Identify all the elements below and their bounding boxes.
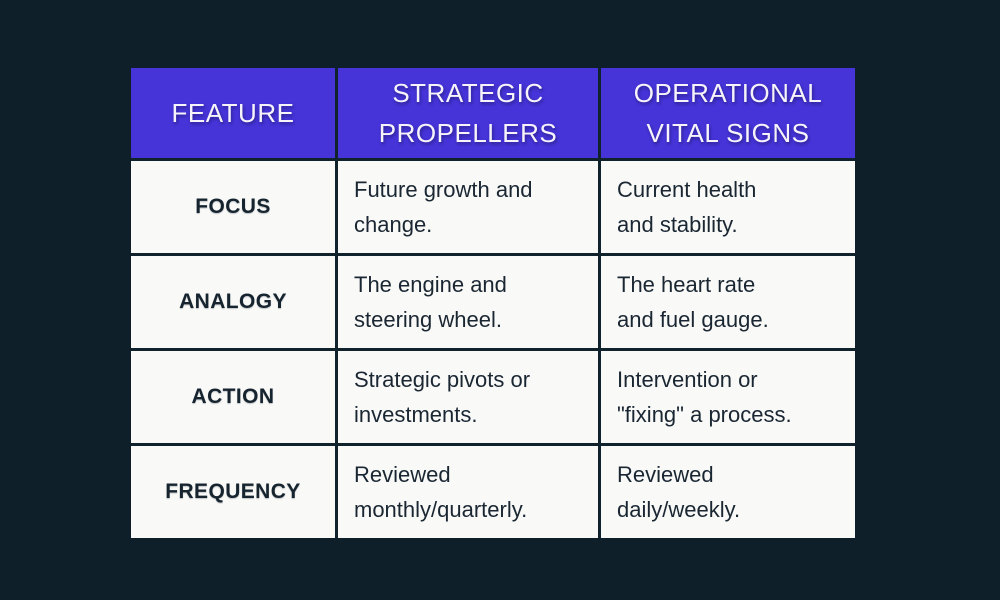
cell-action-strategic: Strategic pivots or investments. <box>338 351 598 443</box>
cell-frequency-strategic: Reviewed monthly/quarterly. <box>338 446 598 538</box>
comparison-table: FEATURE STRATEGIC PROPELLERS OPERATIONAL… <box>131 68 855 538</box>
column-header-feature: FEATURE <box>131 68 335 158</box>
row-label-frequency: FREQUENCY <box>131 446 335 538</box>
row-label-action: ACTION <box>131 351 335 443</box>
column-header-strategic-propellers: STRATEGIC PROPELLERS <box>338 68 598 158</box>
cell-analogy-strategic: The engine and steering wheel. <box>338 256 598 348</box>
cell-frequency-operational: Reviewed daily/weekly. <box>601 446 855 538</box>
cell-action-operational: Intervention or "fixing" a process. <box>601 351 855 443</box>
cell-focus-strategic: Future growth and change. <box>338 161 598 253</box>
cell-focus-operational: Current health and stability. <box>601 161 855 253</box>
row-label-analogy: ANALOGY <box>131 256 335 348</box>
row-label-focus: FOCUS <box>131 161 335 253</box>
column-header-operational-vital-signs: OPERATIONAL VITAL SIGNS <box>601 68 855 158</box>
cell-analogy-operational: The heart rate and fuel gauge. <box>601 256 855 348</box>
